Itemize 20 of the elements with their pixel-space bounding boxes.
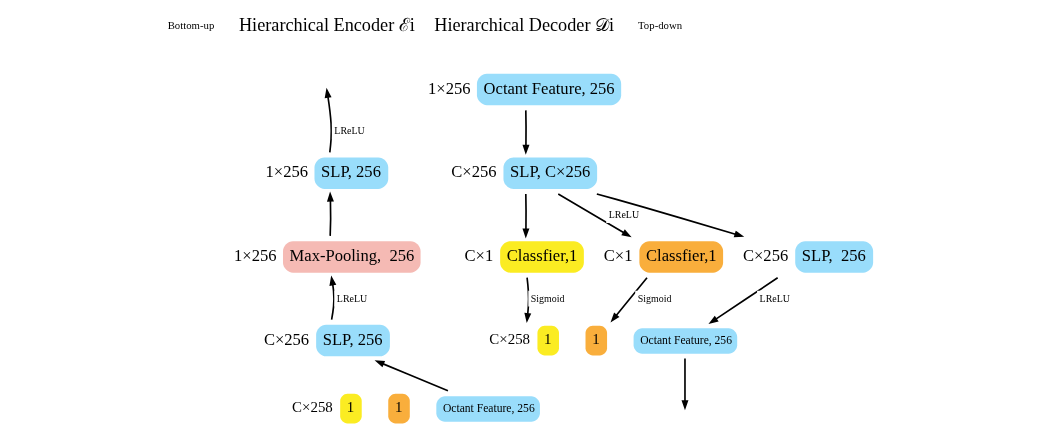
- edge-label: Sigmoid: [637, 292, 672, 304]
- node-label: 1×256: [428, 78, 471, 98]
- label: Hierarchical Decoder 𝒟i: [434, 15, 615, 36]
- edge-label: Sigmoid: [530, 292, 565, 304]
- node-label: C×256: [743, 246, 789, 266]
- node-label: 1×256: [234, 246, 277, 266]
- edge-label: LReLU: [759, 292, 790, 304]
- node-label: C×258: [292, 399, 333, 416]
- node-label: C×256: [451, 162, 497, 182]
- node-label: 1×256: [265, 162, 309, 182]
- label: Bottom-up: [167, 19, 215, 32]
- edge-label: LReLU: [334, 125, 365, 137]
- node-label: C×258: [489, 331, 531, 348]
- label: Hierarchical Encoder ℰi: [238, 15, 415, 36]
- node-label: C×256: [263, 329, 310, 349]
- edge-label: LReLU: [336, 292, 368, 304]
- node-label: C×1: [603, 246, 633, 266]
- node-label: C×1: [464, 246, 494, 266]
- label: Top-down: [638, 19, 683, 32]
- edge-label: LReLU: [608, 209, 640, 221]
